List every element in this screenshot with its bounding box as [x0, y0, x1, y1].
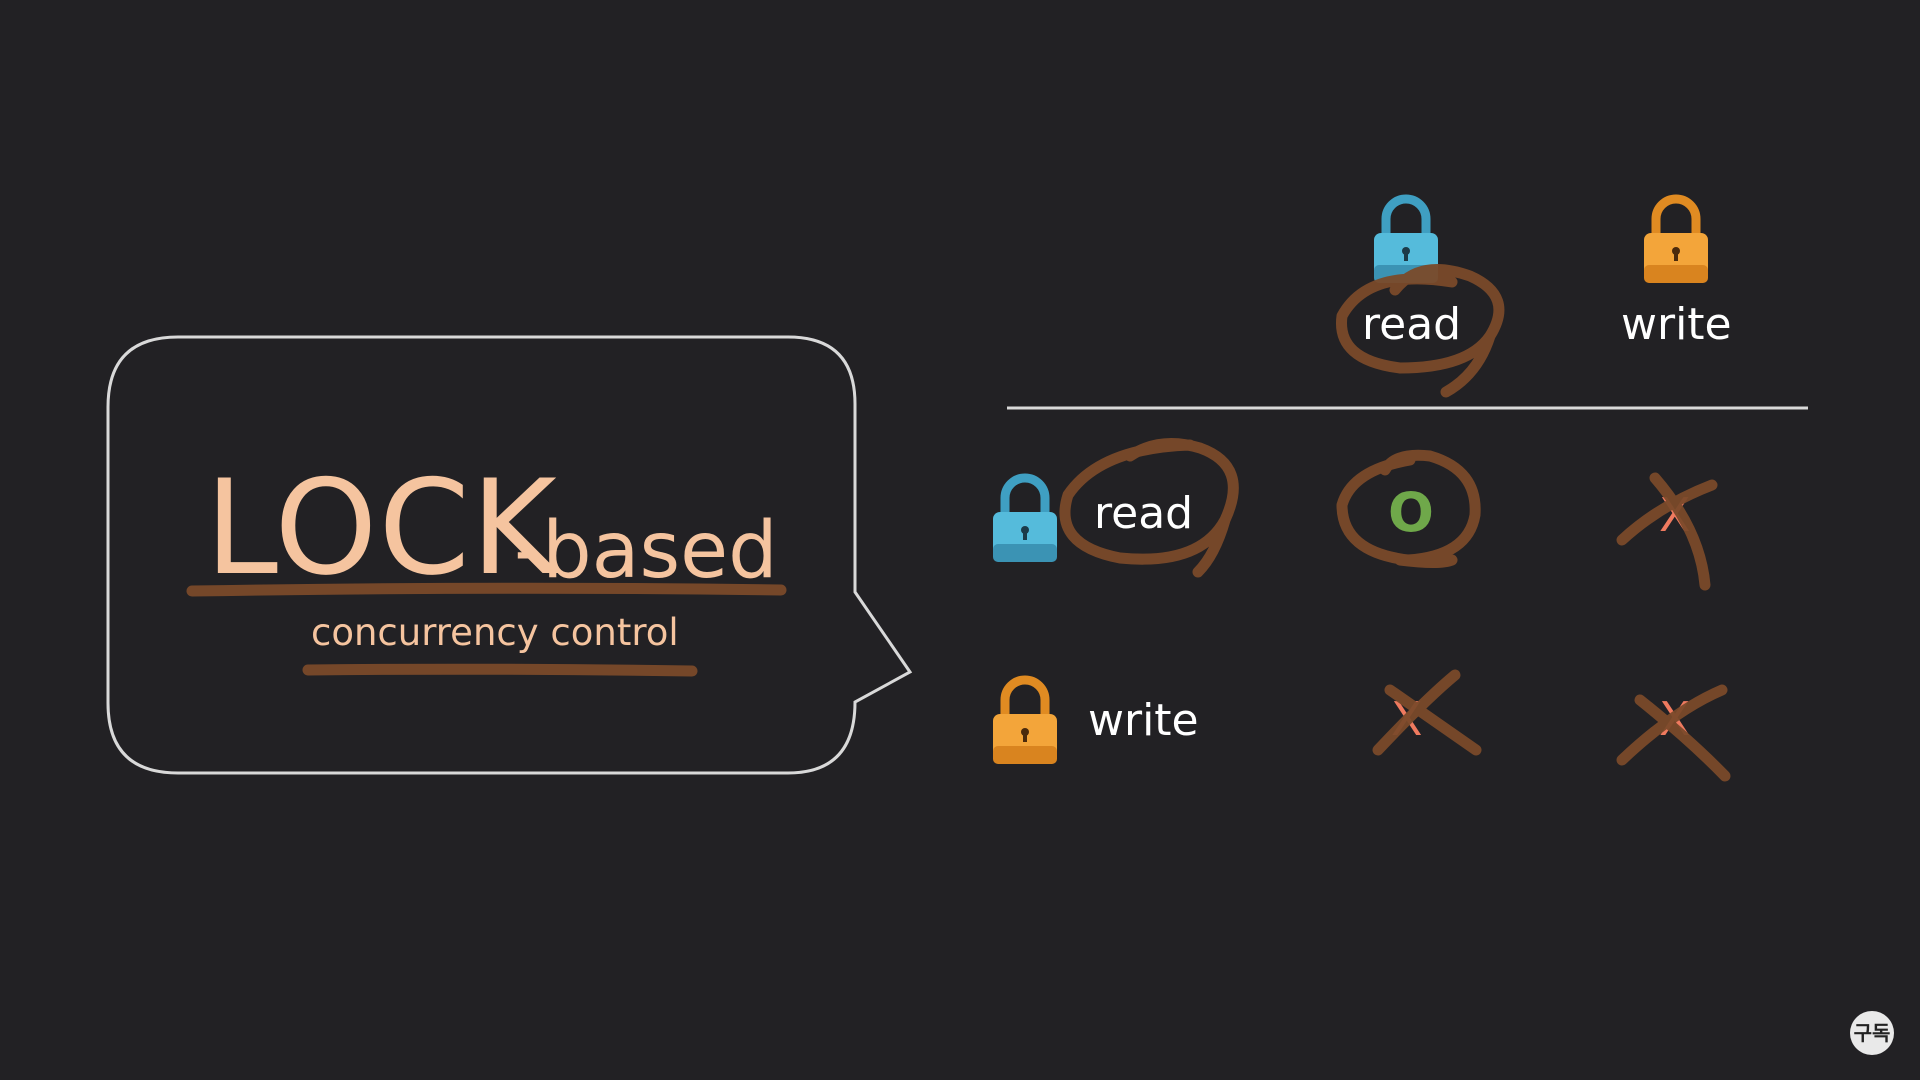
- title-lock: LOCK: [205, 451, 558, 604]
- subtitle: concurrency control: [311, 611, 679, 654]
- blue-lock-icon: [1374, 194, 1438, 283]
- cell-read-read: O: [1388, 481, 1434, 544]
- orange-lock-icon: [1644, 194, 1708, 283]
- blue-lock-icon: [993, 473, 1057, 562]
- subscribe-badge[interactable]: 구독: [1850, 1011, 1894, 1055]
- column-header-write: write: [1621, 299, 1732, 350]
- row-label-write: write: [1088, 695, 1199, 746]
- column-header-read: read: [1362, 299, 1462, 350]
- orange-lock-icon: [993, 675, 1057, 764]
- cell-read-write: X: [1659, 488, 1691, 542]
- cell-write-read: X: [1391, 692, 1423, 746]
- title-suffix: -based: [514, 506, 778, 596]
- cell-write-write: X: [1659, 692, 1691, 746]
- row-label-read: read: [1094, 488, 1194, 539]
